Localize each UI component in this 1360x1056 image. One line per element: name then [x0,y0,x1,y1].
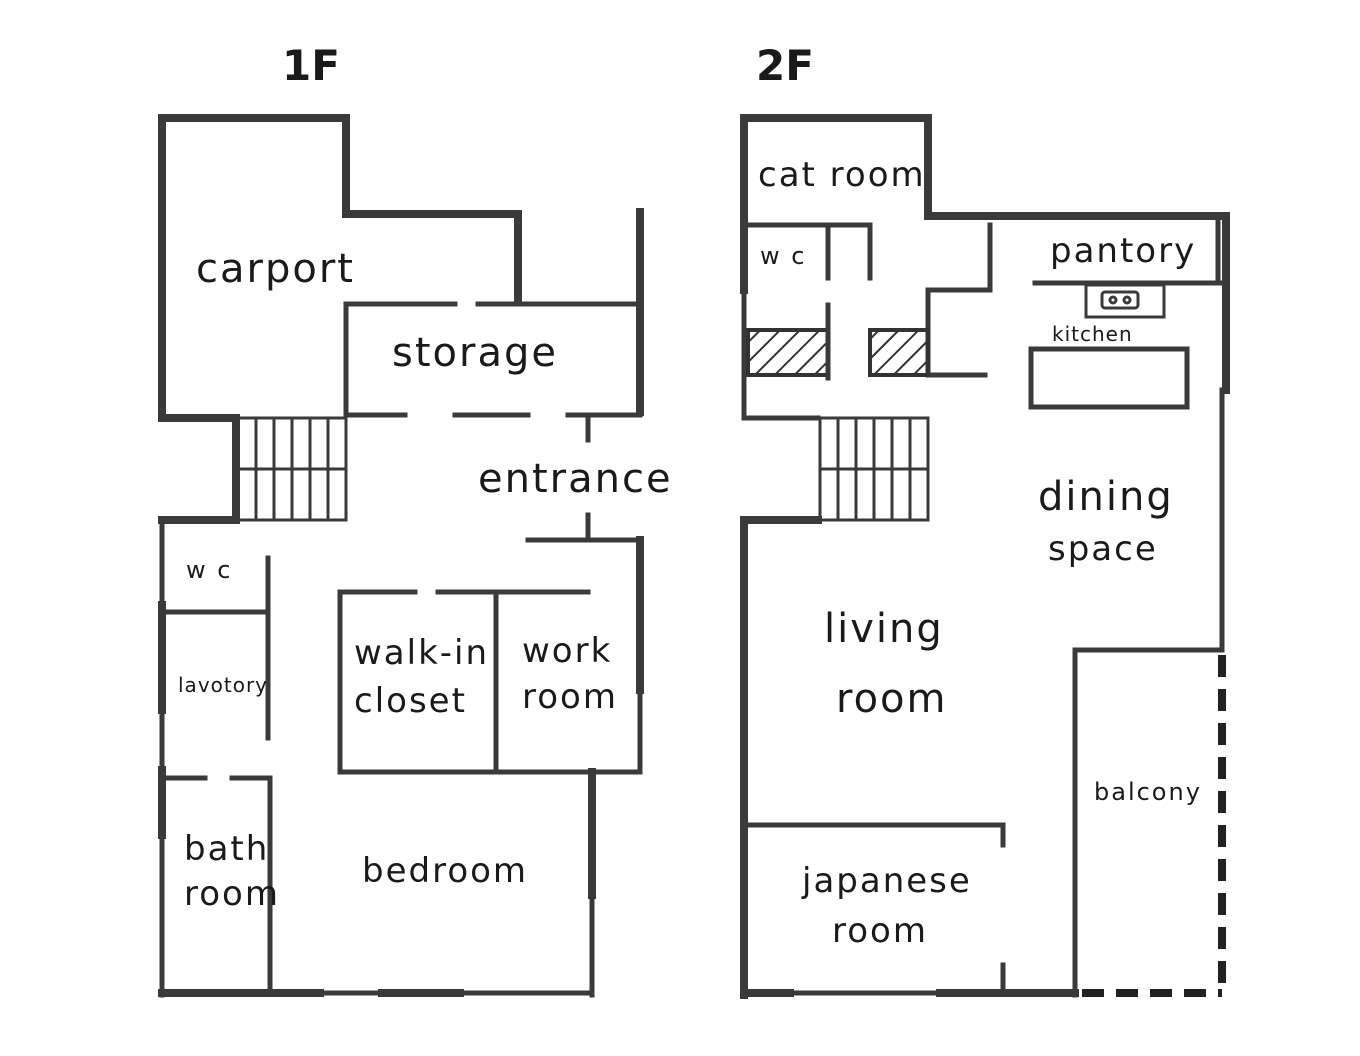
stairs-2f [818,416,930,522]
balcony-wall [1072,647,1225,998]
label-storage: storage [392,330,558,376]
label-work-room-2: room [522,677,618,717]
label-wc-1f: w c [186,556,232,584]
burner-left-icon [1108,295,1118,305]
stove-burner-box [1100,290,1140,310]
kitchen-counter [1028,346,1190,410]
floor-title-2f: 2F [756,41,814,90]
wc-wall-2f [747,222,873,281]
label-bath-room-1: bath [184,829,269,869]
label-living-1: living [824,606,944,652]
label-wc-2f: w c [760,242,806,270]
burner-right-icon [1122,295,1132,305]
label-bath-room-2: room [184,874,280,914]
label-dining-1: dining [1038,474,1174,520]
floor-1f: 1F [158,41,673,998]
label-lavatory: lavotory [178,673,268,697]
label-japanese-1: japanese [801,861,972,901]
label-living-2: room [836,676,947,722]
carport-wall [158,114,522,419]
stair-notch-1f [158,414,240,524]
label-walkin-closet-1: walk-in [354,633,489,673]
label-walkin-closet-2: closet [354,681,467,721]
stove [1084,283,1166,319]
floor-title-1f: 1F [282,41,340,90]
label-kitchen: kitchen [1052,322,1133,346]
label-work-room-1: work [522,631,612,671]
stairs-1f [236,416,348,522]
label-japanese-2: room [832,911,928,951]
label-bedroom: bedroom [362,851,528,891]
label-cat-room: cat room [758,155,926,195]
hatched-block-right [868,328,930,377]
floor-2f: 2F [740,41,1230,999]
label-dining-2: space [1048,529,1158,569]
label-balcony: balcony [1094,778,1202,806]
pantry-wall-left [925,222,993,293]
hatched-block-left [746,328,830,377]
label-pantory: pantory [1050,231,1196,271]
label-carport: carport [196,246,355,292]
label-entrance: entrance [478,456,673,502]
